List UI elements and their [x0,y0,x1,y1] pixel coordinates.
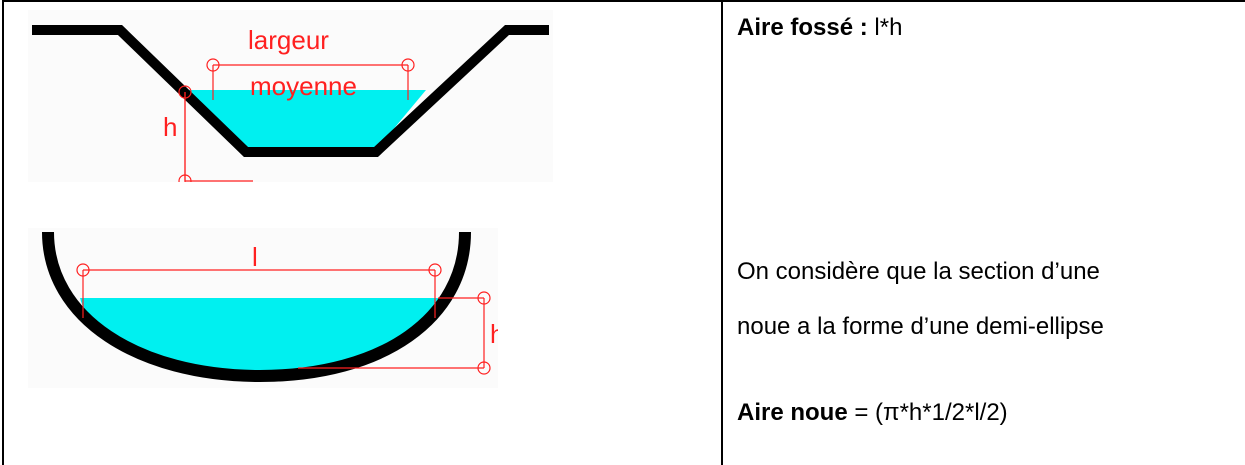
table-top-border [2,0,1245,2]
ditch-area-formula: Aire fossé : l*h [737,16,902,40]
ditch-width-label-bottom: moyenne [250,71,357,101]
ditch-profile [32,25,549,157]
swale-area-formula: Aire noue = (π*h*1/2*l/2) [737,401,1008,425]
ditch-area-value: l*h [874,14,903,41]
swale-area-value: = (π*h*1/2*l/2) [854,399,1008,426]
swale-water [80,298,440,371]
swale-description-line2: noue a la forme d’une demi-ellipse [737,313,1104,340]
table-left-border [2,0,4,465]
swale-area-label: Aire noue [737,399,848,426]
ditch-water [185,90,426,150]
ditch-diagram: largeur moyenne h [28,10,553,182]
swale-height-label: h [490,319,498,349]
swale-description-line1: On considère que la section d’une [737,258,1100,285]
swale-profile [42,231,471,383]
swale-diagram: l h [28,228,498,388]
ditch-area-label: Aire fossé : [737,14,868,41]
table-column-divider [721,0,723,465]
swale-width-label: l [252,242,258,272]
ditch-width-label-top: largeur [248,25,329,55]
ditch-height-label: h [163,112,177,142]
